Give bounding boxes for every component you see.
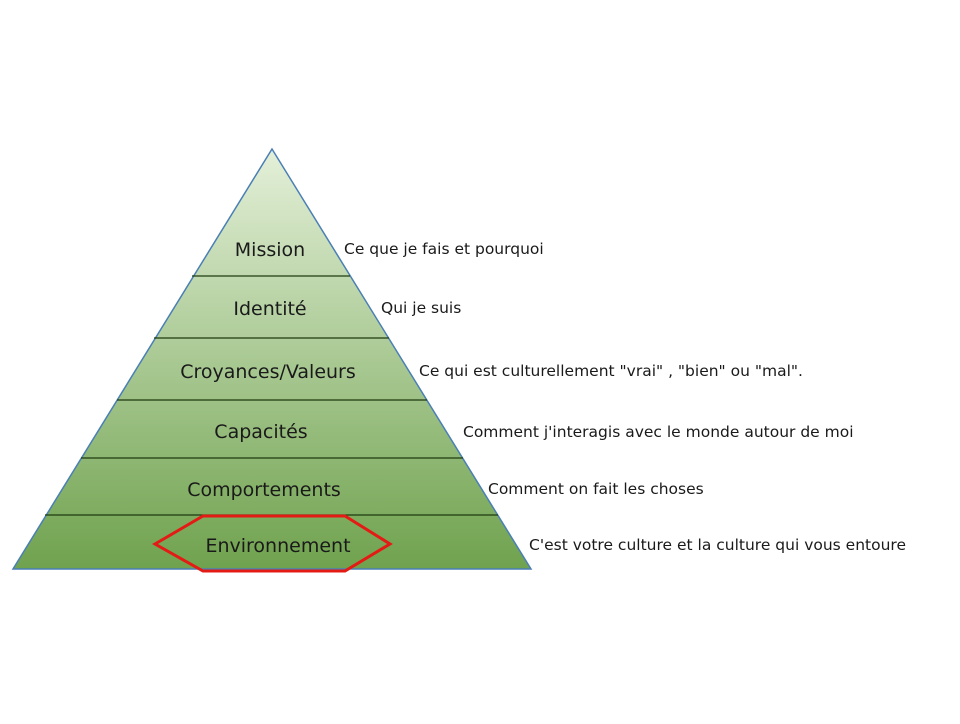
level-desc-capacites: Comment j'interagis avec le monde autour…	[463, 423, 854, 441]
pyramid-triangle	[11, 147, 533, 570]
level-label-croyances: Croyances/Valeurs	[180, 361, 356, 383]
level-descriptions: Ce que je fais et pourquoi Qui je suis C…	[344, 240, 906, 554]
level-label-capacites: Capacités	[214, 421, 307, 443]
level-desc-environnement: C'est votre culture et la culture qui vo…	[529, 536, 906, 554]
level-labels: Mission Identité Croyances/Valeurs Capac…	[180, 239, 356, 557]
level-label-environnement: Environnement	[205, 535, 350, 557]
level-label-comportements: Comportements	[187, 479, 341, 501]
level-desc-croyances: Ce qui est culturellement "vrai" , "bien…	[419, 362, 803, 380]
level-label-identite: Identité	[233, 298, 306, 320]
highlight-hexagon	[151, 514, 393, 573]
level-desc-comportements: Comment on fait les choses	[488, 480, 704, 498]
level-desc-mission: Ce que je fais et pourquoi	[344, 240, 544, 258]
level-desc-identite: Qui je suis	[381, 299, 461, 317]
level-label-mission: Mission	[235, 239, 305, 261]
